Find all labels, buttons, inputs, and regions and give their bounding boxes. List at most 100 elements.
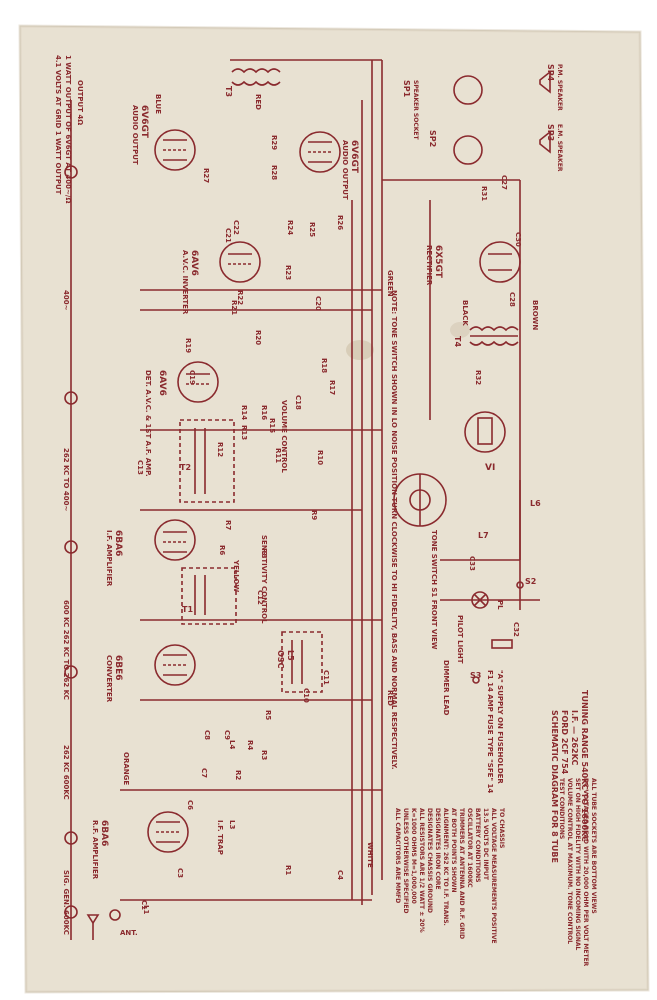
pl-label: PL [496,600,504,610]
ant-label: ANT. [120,929,138,937]
power-input-section: PL PILOT LIGHT F1 14 AMP FUSE TYPE "SFE"… [442,499,541,793]
note-3: ALL RESISTORS ARE 1/2 WATT ± 20% [418,808,425,933]
l4-label: L4 [228,740,236,749]
c11-label: C11 [322,670,330,685]
test-condition-2: SET ON HIGH FIDELITY WITH NO INCOMING SI… [574,778,581,950]
tube-v7: 6BA6 R.F. AMPLIFIER [91,811,189,880]
tube-v7-name: 6BA6 [99,820,109,846]
test-condition-0: TEST CONDITIONS [558,778,565,839]
sp1-label: SP1 [402,80,411,98]
osc-label: OSC [276,650,285,669]
notes-block: ALL CAPACITORS ARE MMFD UNLESS OTHERWISE… [394,808,505,944]
c6-label: C6 [186,800,194,810]
l6-label: L6 [530,499,541,508]
volume-label: VOLUME CONTROL [280,400,288,473]
component-labels: R29 R28 R27 R26 R25 R24 R23 R22 R21 R20 … [136,135,522,914]
oscillator-coil: OSC L5 [276,631,323,693]
rf-freq-label: 262 KC 600KC [62,745,70,800]
transformer-t4: T4 BLACK BROWN [453,300,539,347]
freq-400-label: 400~ [62,290,70,311]
test-condition-3: DC VOLTAGES READ WITH 20,000 OHM PER VOL… [582,778,589,967]
c13-label: C13 [136,460,144,475]
r24-label: R24 [286,220,294,235]
test-condition-4: ALL TUBE SOCKETS ARE BOTTOM VIEWS [590,778,597,914]
r19-label: R19 [184,338,192,353]
r3-label: R3 [260,750,268,760]
note-2: K=1000 OHMS M=1,000,000 [410,808,417,904]
c8-label: C8 [203,730,211,740]
c33-label: C33 [468,556,476,571]
pilot-label: PILOT LIGHT [456,615,464,664]
title-block: SCHEMATIC DIAGRAM FOR 8 TUBE FORD 2CF 75… [550,690,589,863]
c32-label: C32 [512,622,520,637]
if-trap-label: I.F. TRAP [216,820,224,855]
sensitivity-label: SENSITIVITY CONTROL [260,535,268,624]
vibrator-label: VI [485,463,495,473]
antenna-input: ANT. [86,909,138,940]
note-8: TRIMMERS AT ANTENNA AND R.F. GRID [458,808,465,939]
tube-v7-desc: R.F. AMPLIFIER [91,820,99,880]
c22-label: C22 [232,220,240,235]
transformer-t2: T2 [179,419,235,503]
dimmer-label: DIMMER LEAD [442,660,450,716]
r2-label: R2 [234,770,242,780]
r20-label: R20 [254,330,262,345]
r18-label: R18 [320,358,328,373]
c10-label: C10 [302,688,310,703]
r5-label: R5 [264,710,272,720]
tube-v2-desc: AUDIO OUTPUT [341,140,349,200]
tube-v3-desc: A.V.C. INVERTER [181,250,189,315]
t2-label: T2 [180,463,191,472]
if-freq-label: 262 KC TO 400~ [62,448,70,512]
note-10: BATTERY CONDITIONS [474,808,481,882]
note-5: DESIGNATES IRON CORE [434,808,441,890]
red-label-main: RED [386,690,394,706]
l1-label: L1 [142,905,150,914]
t4-label: T4 [453,336,462,347]
r11-label: R11 [274,448,282,463]
c1-label: C1 [140,900,148,910]
note-6: ALIGNMENT: 262 KC TO I.F. TRANS. [442,808,449,926]
tube-v3: 6AV6 A.V.C. INVERTER [181,241,261,315]
tube-v6: 6BE6 CONVERTER [105,644,196,703]
tuning-label: TUNING RANGE 540KC TO 1600KC [580,690,589,842]
c27-label: C27 [500,175,508,190]
note-13: TO CHASSIS [498,808,505,848]
c7-label: C7 [200,768,208,778]
sp1-desc: SPEAKER SOCKET [412,80,419,140]
tube-v4: 6AV6 DET. A.V.C. & 1ST A.F. AMP. [144,361,219,477]
white-label: WHITE [366,842,374,868]
r22-label: R22 [236,290,244,305]
l3-label: L3 [228,820,236,829]
r28-label: R28 [270,165,278,180]
r23-label: R23 [284,265,292,280]
vibrator: VI [464,411,506,473]
note-4: DESIGNATES CHASSIS GROUND [426,808,433,913]
paper-card [18,24,650,994]
green-label: GREEN [386,270,394,297]
r17-label: R17 [328,380,336,395]
schematic-title: SCHEMATIC DIAGRAM FOR 8 TUBE [550,710,559,863]
tube-v6-desc: CONVERTER [105,655,113,703]
sp2-label: SP2 [428,130,437,147]
speaker-section: SP1 SPEAKER SOCKET SP2 SP3 E.M. SPEAKER … [402,64,563,172]
test-conditions-block: TEST CONDITIONS VOLUME CONTROL AT MAXIMU… [558,778,597,967]
r13-label: R13 [240,425,248,440]
note-0: ALL CAPACITORS ARE MMFD [394,808,401,903]
first-freq-label: SIG. GEN. 600KC [62,870,70,935]
tube-v3-name: 6AV6 [189,250,199,276]
r25-label: R25 [308,222,316,237]
tube-v4-name: 6AV6 [157,370,167,396]
fuseholder-label: "A" SUPPLY ON FUSEHOLDER [496,670,504,784]
r7-label: R7 [224,520,232,530]
note-11: 13.5 VOLTS DC INPUT [482,808,489,881]
orange-label: ORANGE [122,752,130,785]
blue-label: BLUE [154,94,162,114]
r12-label: R12 [216,442,224,457]
sp4-label: SP4 [546,64,555,82]
r31-label: R31 [480,186,488,201]
tube-v8-desc: RECTIFIER [425,245,433,286]
if-spec-label: I.F. — 262KC [570,710,579,765]
tube-v8-name: 6X5GT [433,245,443,279]
